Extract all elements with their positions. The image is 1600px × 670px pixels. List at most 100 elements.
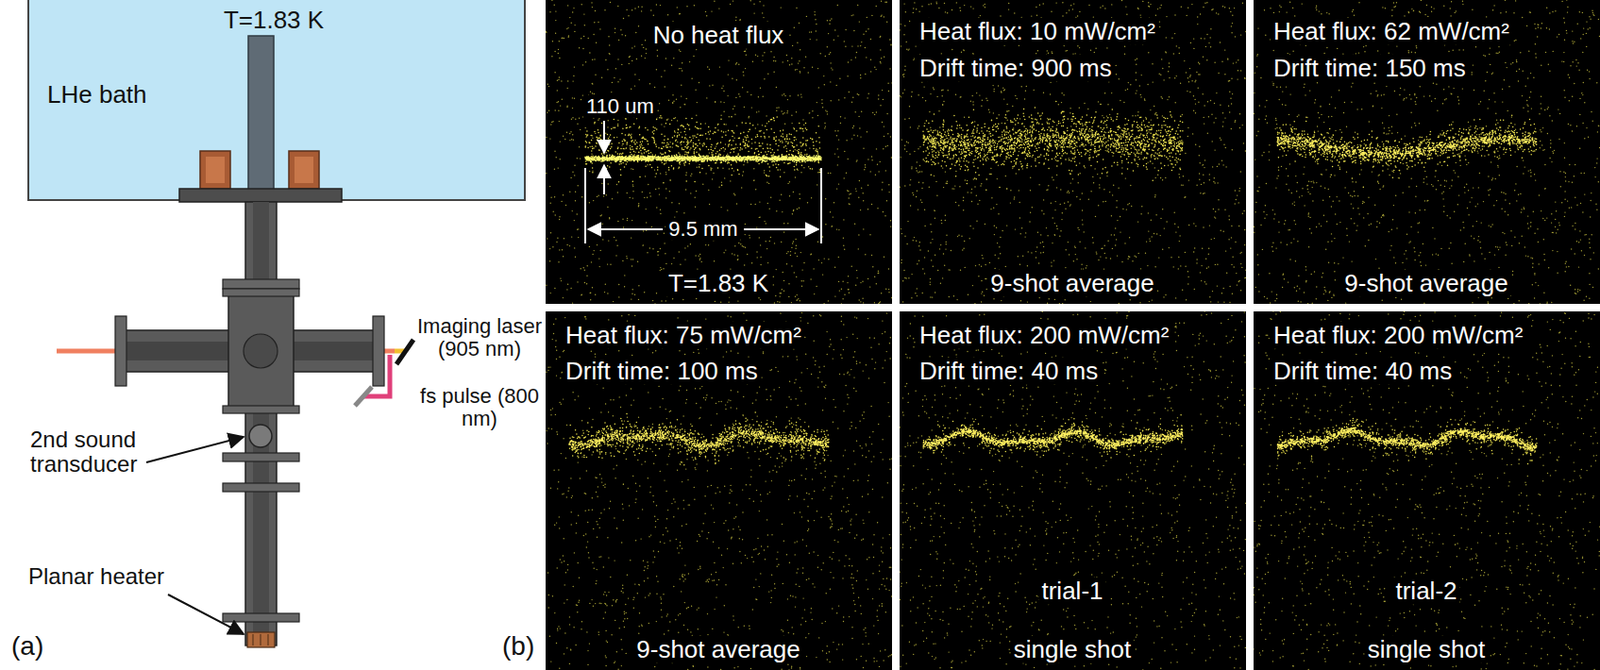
- image-panel: Heat flux: 75 mW/cm² Drift time: 100 ms 9-…: [545, 311, 893, 670]
- heat-flux-label: Heat flux: 62 mW/cm²: [1270, 17, 1513, 46]
- image-panel: Heat flux: 200 mW/cm² Drift time: 40 ms tr…: [899, 311, 1247, 670]
- heater-symbol: [247, 632, 275, 648]
- heater-symbol: [268, 634, 270, 646]
- transducer-symbol: [222, 483, 300, 492]
- bath-label: LHe bath: [47, 81, 148, 109]
- cold-stem: [248, 35, 274, 191]
- noise-dots: [899, 0, 1247, 304]
- drift-time-label: Drift time: 900 ms: [916, 54, 1115, 83]
- panel-letter: (b): [502, 632, 544, 662]
- laser-label: Imaging laser (905 nm): [415, 315, 544, 361]
- particle-image: [899, 0, 1247, 304]
- dimension-arrow: [743, 228, 819, 231]
- copper-block: [205, 156, 225, 184]
- shot-label: single shot: [1364, 636, 1488, 664]
- drift-time-label: Drift time: 100 ms: [562, 357, 761, 386]
- dimension-label: 110 um: [583, 95, 657, 118]
- tube: [222, 202, 300, 646]
- tagged-line-dots: [923, 415, 1183, 458]
- dimension-label: 9.5 mm: [665, 218, 741, 241]
- optical-cross: [372, 316, 385, 387]
- part-label: Planar heater: [28, 564, 218, 590]
- leader-arrow: [146, 437, 244, 463]
- tagged-line-dots: [1277, 115, 1536, 187]
- temperature-label: T=1.83 K: [223, 6, 324, 34]
- tagged-line-dots: [569, 412, 829, 466]
- heat-flux-label: Heat flux: 200 mW/cm²: [916, 321, 1172, 350]
- tagged-line-dots: [923, 101, 1183, 191]
- tube: [222, 279, 300, 289]
- dimension-arrow: [603, 165, 606, 195]
- helium-bath: T=1.83 K LHe bath: [28, 0, 525, 201]
- cold-stem: [248, 35, 274, 191]
- dimension-tick: [820, 168, 823, 244]
- temperature-label: T=1.83 K: [665, 269, 772, 298]
- noise-dots: [1254, 0, 1600, 304]
- leader-arrow: [168, 594, 244, 635]
- average-label: 9-shot average: [633, 636, 803, 664]
- image-panel: No heat flux 110 um 9.5 mm T=1.83 K: [545, 0, 893, 304]
- tagged-line-dots: [1277, 427, 1536, 454]
- trial-label: trial-1: [1038, 577, 1106, 606]
- optical-cross: [222, 288, 300, 297]
- particle-image: [1253, 0, 1600, 304]
- noise-dots: [1253, 311, 1600, 670]
- drift-time-label: Drift time: 40 ms: [916, 357, 1101, 386]
- noise-dots: [546, 312, 893, 670]
- trial-label: trial-2: [1392, 577, 1460, 606]
- optical-cross: [126, 341, 229, 361]
- heater-symbol: [260, 634, 262, 646]
- helium-bath-vessel: [28, 0, 525, 201]
- dimension-marks: [585, 120, 822, 244]
- transducer-symbol: [222, 424, 300, 623]
- image-panel: Heat flux: 62 mW/cm²Drift time: 150 ms9-…: [1253, 0, 1600, 304]
- tagged-line-dots: [924, 130, 1181, 154]
- dimension-arrow: [588, 228, 663, 231]
- mirror: [396, 339, 414, 365]
- heat-flux-label: Heat flux: 75 mW/cm²: [562, 321, 805, 350]
- copper-block: [288, 151, 320, 189]
- copper-block: [294, 156, 314, 184]
- bath-flange: [179, 188, 342, 203]
- optical-cross: [115, 288, 385, 414]
- tube: [252, 202, 270, 646]
- dimension-arrow: [603, 120, 606, 153]
- image-panel: Heat flux: 10 mW/cm² Drift time: 900 ms 9-…: [899, 0, 1247, 304]
- average-label: 9-shot average: [1341, 269, 1511, 298]
- tagged-line-dots: [1278, 419, 1537, 465]
- panel-letter: (a): [11, 632, 68, 662]
- optical-cross: [293, 341, 375, 361]
- tagged-line-dots: [1277, 132, 1537, 162]
- laser-label: fs pulse (800 nm): [415, 385, 544, 431]
- noise-dots: [546, 0, 893, 304]
- noise-dots: [899, 311, 1246, 670]
- tagged-line-dots: [569, 427, 829, 452]
- optical-cross: [243, 334, 278, 369]
- helium-bath-vessel: [28, 0, 525, 201]
- dimension-tick: [584, 168, 587, 244]
- transducer-symbol: [222, 453, 300, 462]
- transducer-symbol: [249, 424, 272, 448]
- image-panel: Heat flux: 200 mW/cm² Drift time: 40 ms tr…: [1253, 311, 1600, 670]
- condition-label: No heat flux: [650, 21, 788, 50]
- copper-block: [200, 151, 320, 189]
- copper-block: [200, 151, 231, 189]
- drift-time-label: Drift time: 40 ms: [1270, 357, 1455, 386]
- heat-flux-label: Heat flux: 200 mW/cm²: [1270, 321, 1526, 350]
- average-label: 9-shot average: [987, 269, 1157, 298]
- heater-symbol: [252, 634, 254, 646]
- heater-symbol: [247, 632, 275, 648]
- heat-flux-label: Heat flux: 10 mW/cm²: [916, 17, 1159, 46]
- optical-cross: [222, 405, 300, 414]
- part-label: 2nd sound transducer: [30, 427, 163, 478]
- helium-bath-vessel: [28, 0, 525, 201]
- transducer-symbol: [222, 613, 300, 623]
- leader-arrow: [146, 437, 244, 635]
- tagged-line-dots: [923, 426, 1183, 449]
- mirror: [354, 387, 372, 406]
- bath-flange: [179, 188, 342, 203]
- optical-cross: [115, 316, 127, 387]
